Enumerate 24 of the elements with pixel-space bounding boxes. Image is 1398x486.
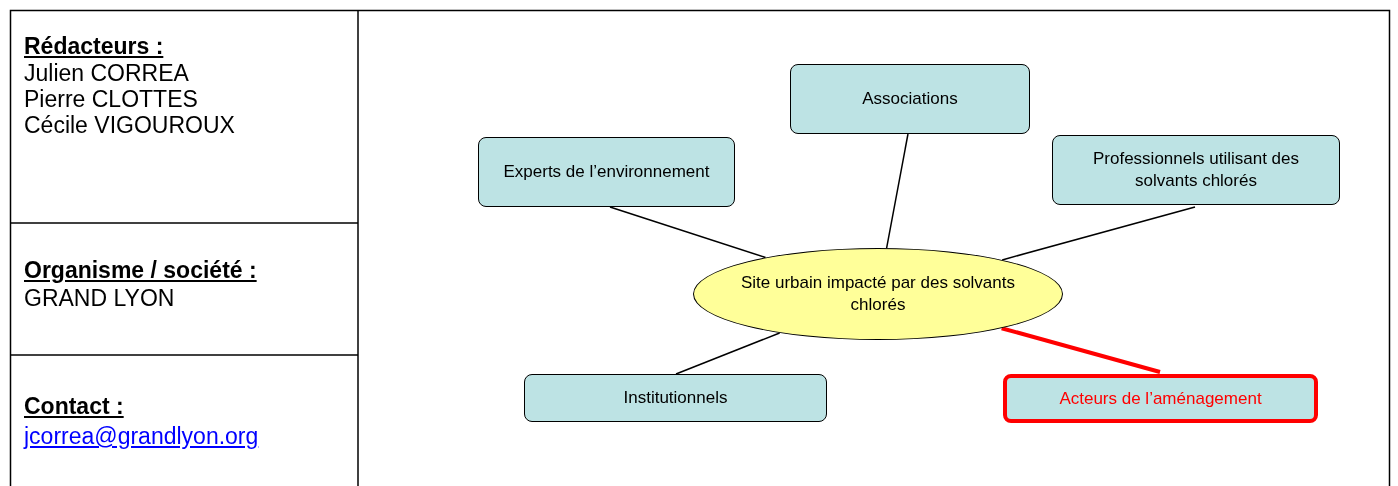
process-box	[524, 374, 827, 422]
section-heading: Organisme / société :	[24, 257, 257, 283]
email-link: jcorrea@grandlyon.org	[24, 423, 259, 449]
process-box	[478, 137, 735, 207]
text-line: Pierre CLOTTES	[24, 86, 198, 112]
connector-line	[1001, 326, 1161, 374]
process-box	[1052, 135, 1340, 205]
process-box	[790, 64, 1030, 134]
section-heading: Rédacteurs :	[24, 33, 164, 59]
node-label: Acteurs de l’aménagement	[1058, 387, 1263, 410]
text-line: Julien CORREA	[24, 60, 189, 86]
connector-line	[1001, 206, 1196, 261]
section-heading: Contact :	[24, 393, 124, 419]
connector-line	[675, 332, 781, 375]
node-label: Professionnels utilisant des solvants chlorés	[1092, 148, 1300, 192]
connector-line	[609, 206, 767, 259]
highlighted-box	[1003, 374, 1318, 423]
node-label: Experts de l’environnement	[502, 161, 711, 183]
node-label: Site urbain impacté par des solvants chlorés	[739, 272, 1016, 316]
text-line: GRAND LYON	[24, 285, 175, 311]
text-line: Cécile VIGOUROUX	[24, 112, 235, 138]
connector-line	[885, 133, 909, 249]
node-label: Associations	[861, 88, 959, 110]
node-label: Institutionnels	[622, 387, 729, 409]
